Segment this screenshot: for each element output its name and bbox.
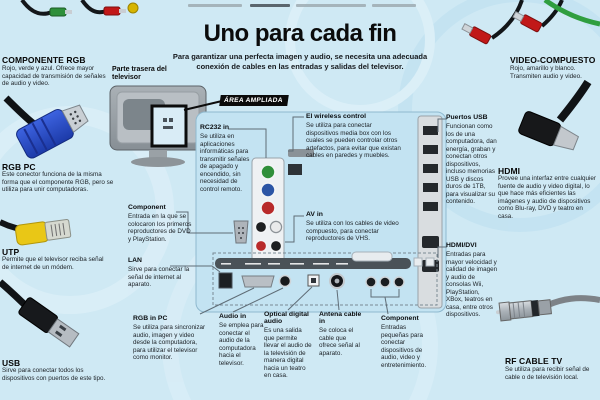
- leader-rc232: [228, 128, 267, 158]
- hdmi-side-port: [288, 164, 302, 175]
- usb-hdmi-port-strip: [417, 115, 443, 309]
- callout-audio-in-label: Audio in: [219, 313, 247, 320]
- callout-lan-desc: Sirve para conectar la señal de internet…: [128, 266, 190, 289]
- rear-panel-graphic: [195, 111, 447, 313]
- coax-connector-graphic: [496, 295, 600, 322]
- callout-usb-ports-desc: Funcionan como los de una computadora, d…: [446, 123, 497, 206]
- leader-audio-in: [232, 287, 284, 313]
- leader-wireless: [288, 116, 304, 152]
- cable-desc-rf-cable-tv: Se utiliza para recibir señal de cable o…: [505, 366, 590, 381]
- callout-wireless-desc: Se utiliza para conectar dispositivos me…: [306, 122, 401, 160]
- leader-optical: [287, 286, 313, 311]
- cable-desc-componente-rgb: Rojo, verde y azul. Ofrece mayor capacid…: [2, 65, 106, 88]
- callout-component-bottom-desc: Entradas pequeñas para conectar disposit…: [381, 324, 427, 369]
- callout-rc232-desc: Se utiliza en aplicaciones informáticas …: [200, 133, 250, 193]
- leader-hdmi-dvi: [437, 246, 447, 258]
- rc232-socket: [233, 220, 249, 244]
- vga-connector-graphic: [3, 95, 89, 159]
- cable-heading-usb: USB: [2, 358, 21, 368]
- callout-av-in-label: AV in: [306, 211, 323, 218]
- cable-desc-usb: Sirve para conectar todos los dispositiv…: [2, 367, 106, 382]
- masthead-credits: [372, 4, 416, 7]
- cable-heading-video-compuesto: VIDEO-COMPUESTO: [510, 55, 596, 65]
- component-mini-jack: [393, 276, 405, 288]
- cable-desc-hdmi: Provee una interfaz entre cualquier fuen…: [498, 175, 597, 220]
- rgb-pc-port: [241, 275, 275, 288]
- rca-plugs-graphic: [461, 0, 600, 45]
- cable-desc-rgb-pc: Este conector funciona de la misma forma…: [2, 171, 114, 194]
- lan-port: [218, 272, 233, 289]
- callout-rgb-in-pc-label: RGB in PC: [133, 315, 168, 322]
- yellow-rj45-connector-graphic: [0, 218, 72, 246]
- component-jack-strip: [251, 157, 285, 267]
- leader-usb-ports: [437, 118, 447, 132]
- usb-plug-graphic: [0, 279, 80, 348]
- component-rgb-tips-graphic: [20, 0, 139, 17]
- callout-component-bottom-label: Component: [381, 315, 419, 322]
- leader-component-bottom-stem: [384, 296, 389, 315]
- callout-rc232-label: RC232 in: [200, 124, 230, 131]
- callout-component-left-label: Component: [128, 204, 166, 211]
- leader-antenna: [336, 289, 340, 311]
- cable-desc-utp: Permite que el televisor reciba señal de…: [2, 256, 104, 271]
- leader-component-left: [176, 211, 233, 234]
- callout-audio-in-desc: Se emplea para conectar el audio de la c…: [219, 322, 264, 367]
- tv-back-graphic: [109, 85, 223, 167]
- cable-heading-componente-rgb: COMPONENTE RGB: [2, 55, 86, 65]
- callout-usb-ports-label: Puertos USB: [446, 114, 488, 121]
- leader-lan: [170, 265, 221, 273]
- callout-antenna-label: Antena cable in: [319, 311, 362, 326]
- tv-back-label: Parte trasera del televisor: [112, 66, 167, 82]
- masthead-credits: [188, 4, 242, 7]
- callout-wireless-label: El wireless control: [306, 113, 367, 120]
- leader-av-in: [285, 215, 304, 243]
- callout-av-in-desc: Se utiliza con los cables de video compu…: [306, 220, 399, 243]
- callout-rgb-in-pc-desc: Se utiliza para sincronizar audio, image…: [133, 324, 206, 362]
- callout-optical-label: Optical digital audio: [264, 311, 309, 326]
- page-subtitle: Para garantizar una perfecta imagen y au…: [172, 52, 428, 71]
- component-mini-jack: [379, 276, 391, 288]
- amplified-area-tag: ÁREA AMPLIADA: [219, 95, 289, 106]
- page-title: Uno para cada fin: [203, 20, 397, 47]
- callout-hdmi-dvi-desc: Entradas para mayor velocidad y calidad …: [446, 251, 498, 319]
- audio-in-jack: [278, 274, 292, 288]
- callout-antenna-desc: Se coloca el cable que ofrece señal al a…: [319, 327, 360, 357]
- cable-heading-hdmi: HDMI: [498, 166, 521, 176]
- wireless-module: [288, 149, 314, 157]
- bottom-port-row: [212, 251, 438, 306]
- leader-lines: [170, 116, 447, 315]
- masthead-credits: [250, 4, 290, 7]
- leader-rgb-in-pc: [199, 287, 255, 315]
- component-mini-jack: [365, 276, 377, 288]
- callout-lan-label: LAN: [128, 257, 142, 264]
- cable-desc-video-compuesto: Rojo, amarillo y blanco. Transmiten audi…: [510, 65, 582, 80]
- callout-optical-desc: Es una salida que permite llevar el audi…: [264, 327, 312, 380]
- masthead-credits: [296, 4, 366, 7]
- cable-heading-rgb-pc: RGB PC: [2, 162, 36, 172]
- callout-component-left-desc: Entrada en la que se colocaron los prime…: [128, 213, 192, 243]
- cable-heading-rf-cable-tv: RF CABLE TV: [505, 356, 563, 366]
- cable-heading-utp: UTP: [2, 247, 20, 257]
- callout-hdmi-dvi-label: HDMI/DVI: [446, 242, 477, 249]
- hdmi-plug-graphic: [518, 79, 592, 151]
